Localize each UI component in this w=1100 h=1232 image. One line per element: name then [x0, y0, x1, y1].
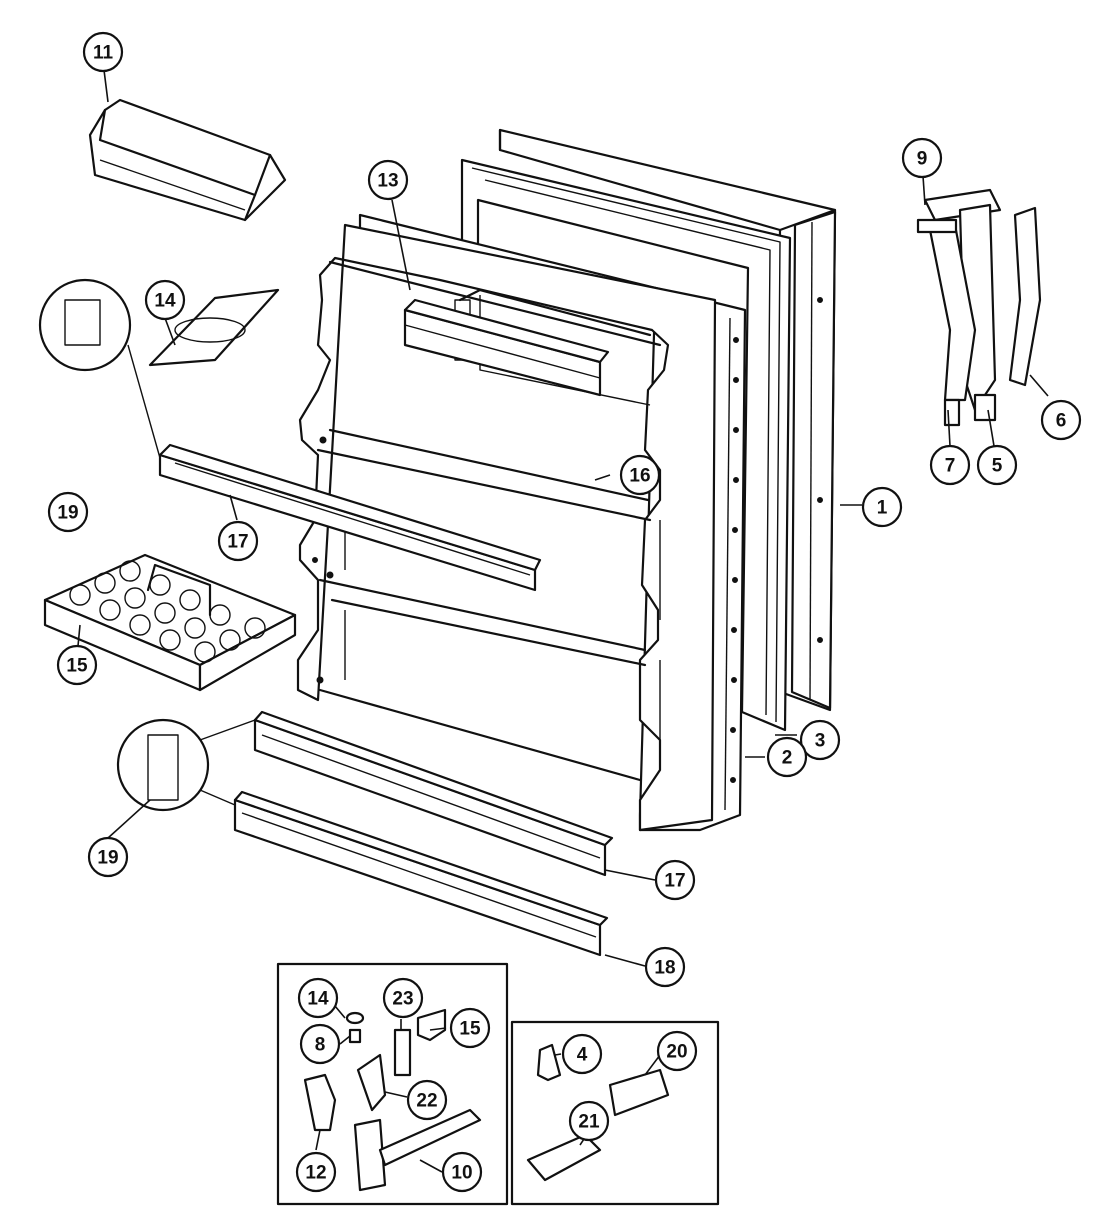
upper-shelf-bar [403, 298, 610, 397]
svg-text:8: 8 [315, 1035, 326, 1056]
svg-text:9: 9 [917, 149, 928, 170]
upper-shelf-rail [158, 443, 542, 592]
bottom-shelf-rail [233, 790, 609, 957]
butter-compartment [88, 98, 287, 222]
callout-19-lower: 19 [87, 836, 129, 878]
leader-lines [77, 69, 1049, 1173]
callout-17-upper: 17 [217, 520, 259, 562]
svg-text:14: 14 [154, 291, 176, 312]
callout-13: 13 [367, 159, 409, 201]
clip-detail-lower [116, 718, 256, 812]
callout-1: 1 [861, 486, 903, 528]
egg-carrier [43, 553, 297, 692]
callout-10: 10 [441, 1151, 483, 1193]
door-outer-panel [498, 128, 837, 712]
svg-text:6: 6 [1056, 411, 1067, 432]
lower-shelf-rail [253, 710, 614, 877]
callout-11: 11 [82, 31, 124, 73]
svg-text:23: 23 [392, 989, 413, 1010]
svg-text:1: 1 [877, 498, 888, 519]
svg-text:22: 22 [416, 1091, 437, 1112]
svg-text:17: 17 [227, 532, 248, 553]
svg-text:16: 16 [629, 466, 650, 487]
callout-2: 2 [766, 736, 808, 778]
svg-text:15: 15 [459, 1019, 481, 1040]
svg-text:17: 17 [664, 871, 685, 892]
callout-3: 3 [799, 719, 841, 761]
callout-4: 4 [561, 1033, 603, 1075]
svg-text:15: 15 [66, 656, 88, 677]
svg-text:11: 11 [93, 43, 114, 64]
callout-9: 9 [901, 137, 943, 179]
door-inner-liner [296, 223, 717, 832]
svg-text:4: 4 [577, 1045, 588, 1066]
callout-21: 21 [568, 1100, 610, 1142]
svg-text:5: 5 [992, 456, 1003, 477]
callout-5: 5 [976, 444, 1018, 486]
callout-6: 6 [1040, 399, 1082, 441]
svg-text:18: 18 [654, 958, 675, 979]
svg-text:19: 19 [57, 503, 78, 524]
hinge-parts [916, 188, 1042, 427]
svg-text:10: 10 [451, 1163, 472, 1184]
callout-17-lower: 17 [654, 859, 696, 901]
callout-20: 20 [656, 1030, 698, 1072]
callout-14-box: 14 [297, 977, 339, 1019]
svg-text:19: 19 [97, 848, 118, 869]
svg-text:13: 13 [377, 171, 398, 192]
svg-text:14: 14 [307, 989, 329, 1010]
svg-text:7: 7 [945, 456, 956, 477]
callout-7: 7 [929, 444, 971, 486]
callout-19-upper: 19 [47, 491, 89, 533]
callout-12: 12 [295, 1151, 337, 1193]
callout-15-box: 15 [449, 1007, 491, 1049]
callout-22: 22 [406, 1079, 448, 1121]
tray [148, 288, 280, 367]
svg-text:12: 12 [305, 1163, 326, 1184]
callout-23: 23 [382, 977, 424, 1019]
svg-text:20: 20 [666, 1042, 687, 1063]
svg-text:21: 21 [578, 1112, 600, 1133]
callout-18: 18 [644, 946, 686, 988]
callout-14-top: 14 [144, 279, 186, 321]
svg-text:2: 2 [782, 748, 793, 769]
clip-detail-upper [38, 278, 161, 459]
callout-8: 8 [299, 1023, 341, 1065]
callout-15-left: 15 [56, 644, 98, 686]
svg-text:3: 3 [815, 731, 826, 752]
callout-16: 16 [619, 454, 661, 496]
